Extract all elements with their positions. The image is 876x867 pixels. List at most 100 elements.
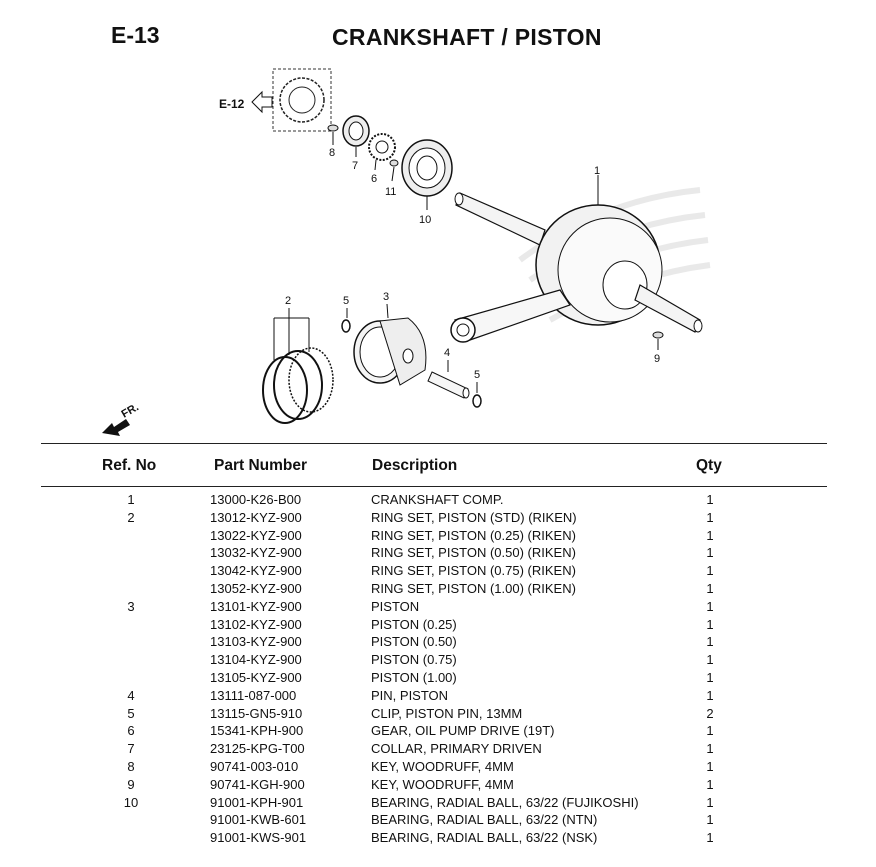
row-description: PISTON (0.25) bbox=[371, 616, 457, 632]
row-part-number: 13103-KYZ-900 bbox=[210, 634, 302, 650]
row-description: RING SET, PISTON (1.00) (RIKEN) bbox=[371, 580, 576, 596]
row-qty: 1 bbox=[706, 687, 714, 703]
ref-label-5b: 5 bbox=[474, 369, 480, 381]
row-part-number: 13104-KYZ-900 bbox=[210, 652, 302, 668]
row-qty: 1 bbox=[706, 758, 714, 774]
gear-6: 6 bbox=[368, 133, 396, 185]
parts-table: 1 13000-K26-B00 CRANKSHAFT COMP. 1 2 13012-KY… bbox=[0, 491, 876, 847]
clip-5-left: 5 bbox=[341, 295, 351, 333]
row-part-number: 90741-KGH-900 bbox=[210, 776, 305, 792]
row-qty: 1 bbox=[706, 509, 714, 525]
row-description: RING SET, PISTON (0.50) (RIKEN) bbox=[371, 545, 576, 561]
row-description: CLIP, PISTON PIN, 13MM bbox=[371, 705, 523, 721]
row-qty: 1 bbox=[706, 794, 714, 810]
row-part-number: 13032-KYZ-900 bbox=[210, 545, 302, 561]
front-arrow-icon bbox=[102, 419, 130, 436]
row-qty: 1 bbox=[706, 776, 714, 792]
row-ref-no: 6 bbox=[127, 723, 135, 739]
row-part-number: 15341-KPH-900 bbox=[210, 723, 304, 739]
row-ref-no: 1 bbox=[127, 492, 135, 507]
row-description: KEY, WOODRUFF, 4MM bbox=[371, 776, 514, 792]
bearing-10: 10 bbox=[401, 139, 453, 226]
row-ref-no: 9 bbox=[127, 776, 135, 792]
row-part-number: 13000-K26-B00 bbox=[210, 492, 302, 507]
row-ref-no: 2 bbox=[127, 509, 135, 525]
ref-label-4: 4 bbox=[444, 347, 450, 359]
row-qty: 1 bbox=[706, 634, 714, 650]
row-part-number: 90741-003-010 bbox=[210, 758, 299, 774]
row-qty: 1 bbox=[706, 492, 714, 507]
header-part-number: Part Number bbox=[214, 457, 308, 474]
row-part-number: 23125-KPG-T00 bbox=[210, 741, 305, 757]
row-description: CRANKSHAFT COMP. bbox=[371, 492, 504, 507]
row-part-number: 13105-KYZ-900 bbox=[210, 669, 302, 685]
cross-ref-label: E-12 bbox=[219, 97, 245, 111]
row-qty: 1 bbox=[706, 812, 714, 828]
row-description: KEY, WOODRUFF, 4MM bbox=[371, 758, 514, 774]
row-ref-no: 7 bbox=[127, 741, 135, 757]
row-description: BEARING, RADIAL BALL, 63/22 (FUJIKOSHI) bbox=[371, 794, 639, 810]
table-top-rule bbox=[41, 443, 827, 444]
table-header-rule bbox=[41, 486, 827, 487]
table-row: 5 13115-GN5-910 CLIP, PISTON PIN, 13MM 2 bbox=[0, 705, 876, 723]
row-part-number: 13052-KYZ-900 bbox=[210, 580, 302, 596]
piston-pin-4: 4 bbox=[427, 347, 470, 399]
row-description: PIN, PISTON bbox=[371, 687, 449, 703]
row-part-number: 13102-KYZ-900 bbox=[210, 616, 302, 632]
ref-label-5a: 5 bbox=[343, 295, 349, 307]
row-qty: 1 bbox=[706, 723, 714, 739]
row-part-number: 13101-KYZ-900 bbox=[210, 598, 302, 614]
crankshaft-1: 1 bbox=[450, 165, 703, 343]
row-qty: 1 bbox=[706, 741, 714, 757]
row-part-number: 91001-KWS-901 bbox=[210, 830, 307, 846]
row-part-number: 13042-KYZ-900 bbox=[210, 563, 302, 579]
row-part-number: 13115-GN5-910 bbox=[210, 705, 303, 721]
table-row: 13022-KYZ-900 RING SET, PISTON (0.25) (RI… bbox=[0, 527, 876, 545]
table-row: 13052-KYZ-900 RING SET, PISTON (1.00) (RI… bbox=[0, 580, 876, 598]
table-row: 2 13012-KYZ-900 RING SET, PISTON (STD) (RI… bbox=[0, 509, 876, 527]
row-qty: 1 bbox=[706, 616, 714, 632]
row-ref-no: 8 bbox=[127, 758, 135, 774]
piston-3: 3 bbox=[353, 291, 427, 386]
ring-set-2: 2 bbox=[262, 295, 334, 424]
header-qty: Qty bbox=[696, 457, 722, 474]
row-part-number: 13111-087-000 bbox=[210, 687, 297, 703]
ref-label-3: 3 bbox=[383, 291, 389, 303]
row-description: PISTON (0.50) bbox=[371, 634, 457, 650]
row-description: RING SET, PISTON (0.75) (RIKEN) bbox=[371, 563, 576, 579]
row-qty: 1 bbox=[706, 545, 714, 561]
row-description: BEARING, RADIAL BALL, 63/22 (NTN) bbox=[371, 812, 598, 828]
row-qty: 1 bbox=[706, 652, 714, 668]
table-row: 13042-KYZ-900 RING SET, PISTON (0.75) (RI… bbox=[0, 562, 876, 580]
exploded-parts-diagram: E-12 8 7 6 11 10 bbox=[102, 68, 711, 436]
ref-label-9: 8 bbox=[329, 147, 335, 159]
cross-ref-group: E-12 bbox=[219, 68, 332, 132]
clip-5-right: 5 bbox=[472, 369, 482, 408]
table-row: 1 13000-K26-B00 CRANKSHAFT COMP. 1 bbox=[0, 491, 876, 509]
row-qty: 2 bbox=[706, 705, 714, 721]
ref-label-7: 7 bbox=[352, 160, 358, 172]
row-part-number: 13012-KYZ-900 bbox=[210, 509, 302, 525]
front-direction-label: FR. bbox=[120, 401, 141, 420]
row-description: RING SET, PISTON (STD) (RIKEN) bbox=[371, 509, 577, 525]
row-ref-no: 5 bbox=[127, 705, 135, 721]
row-part-number: 13022-KYZ-900 bbox=[210, 527, 302, 543]
ref-label-11: 11 bbox=[385, 186, 396, 198]
row-part-number: 91001-KWB-601 bbox=[210, 812, 307, 828]
page-title: CRANKSHAFT / PISTON bbox=[332, 24, 602, 50]
row-qty: 1 bbox=[706, 598, 714, 614]
ref-label-8: 9 bbox=[654, 353, 660, 365]
ref-label-2: 2 bbox=[285, 295, 291, 307]
row-description: RING SET, PISTON (0.25) (RIKEN) bbox=[371, 527, 576, 543]
table-row: 13032-KYZ-900 RING SET, PISTON (0.50) (RI… bbox=[0, 544, 876, 562]
table-row: 91001-KWB-601 BEARING, RADIAL BALL, 63/22… bbox=[0, 811, 876, 829]
row-qty: 1 bbox=[706, 580, 714, 596]
ref-label-6: 6 bbox=[371, 173, 377, 185]
row-qty: 1 bbox=[706, 669, 714, 685]
